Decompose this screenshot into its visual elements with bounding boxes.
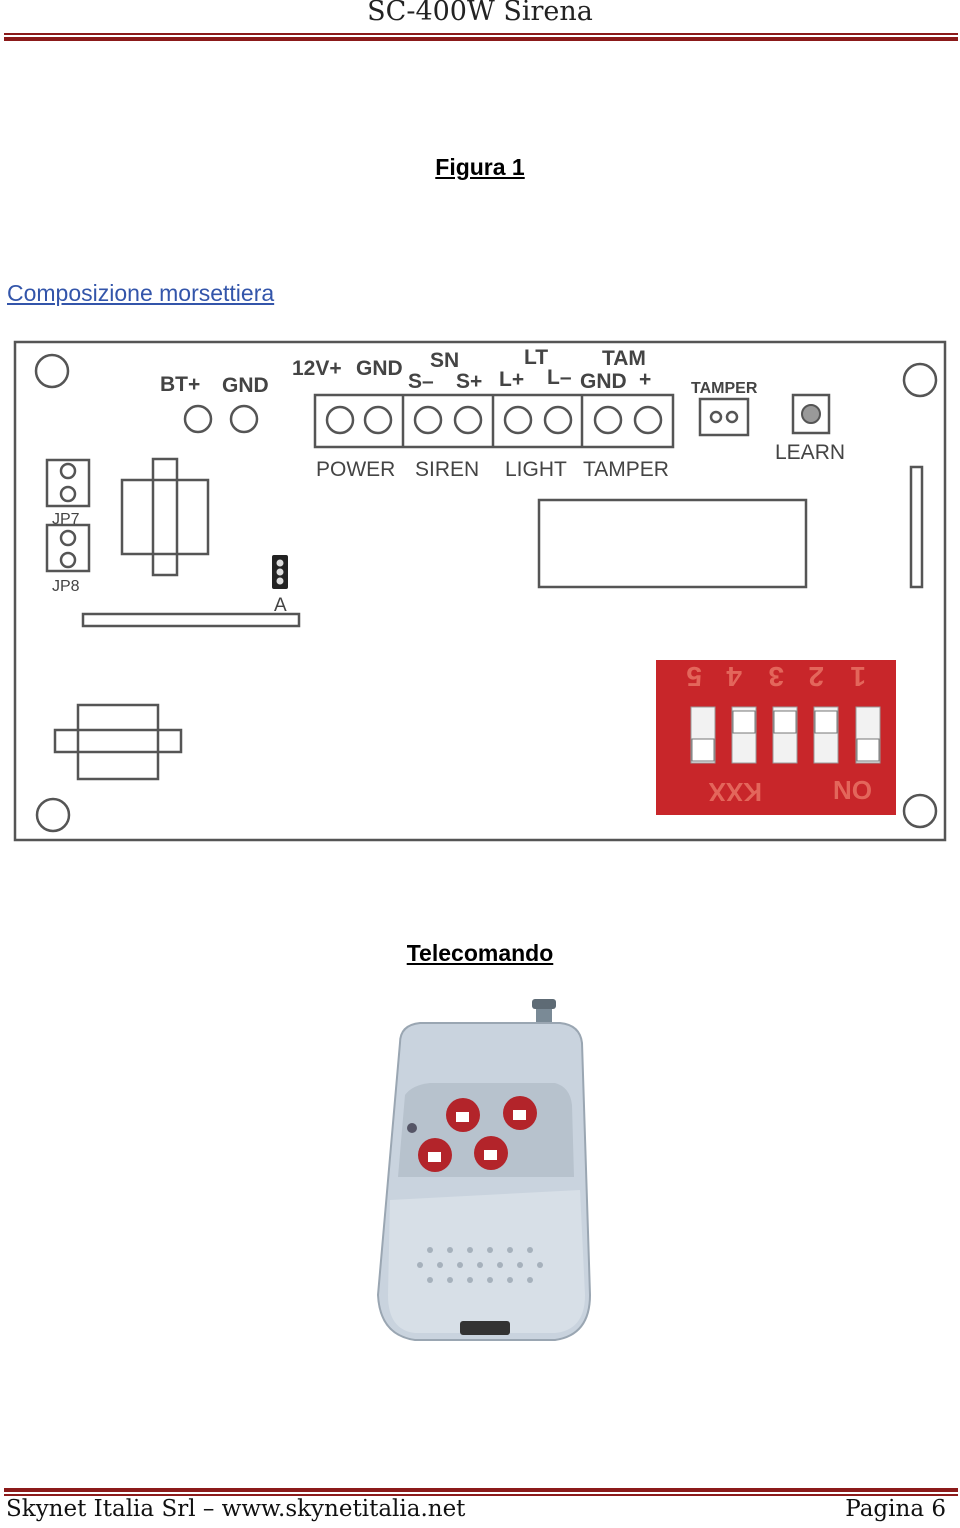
- dip-lever-3: [773, 710, 797, 734]
- bt-terminal: [183, 404, 213, 434]
- label-s-plus: S+: [456, 370, 482, 393]
- label-gnd: GND: [222, 374, 269, 397]
- label-12v-plus: 12V+: [292, 357, 342, 380]
- footer-company: Skynet Italia Srl – www.skynetitalia.net: [6, 1496, 466, 1522]
- label-gnd-3: GND: [580, 370, 627, 393]
- tamper-switch: [698, 397, 750, 437]
- display-window: [537, 498, 808, 589]
- dip-lever-2: [814, 710, 838, 734]
- label-lt: LT: [524, 346, 548, 369]
- terminal-board-diagram: BT+ GND 12V+ GND SN S– S+ LT L+ L– TAM G…: [13, 340, 947, 842]
- label-jp8: JP8: [52, 578, 80, 595]
- header-rule-thick: [4, 37, 958, 41]
- dip-lever-5: [691, 738, 715, 762]
- learn-button-cap: [801, 404, 821, 424]
- remote-speaker-dots: [417, 1247, 543, 1283]
- component-lower: [76, 703, 160, 781]
- label-tam: TAM: [602, 347, 646, 370]
- dip-label-on: ON: [833, 775, 872, 805]
- dip-number-3: 3: [768, 661, 784, 692]
- lightning-icon: [456, 1112, 469, 1122]
- header-rule-thin: [4, 33, 958, 35]
- side-slot: [909, 465, 924, 589]
- dip-lever-1: [856, 738, 880, 762]
- mount-hole-bottom-right: [902, 793, 938, 829]
- mount-hole-bottom-left: [35, 797, 71, 833]
- learn-button: [791, 393, 831, 435]
- gnd-terminal: [229, 404, 259, 434]
- dip-label-kxx: KXX: [708, 777, 762, 807]
- dip-switch: 5 4 3 2 1 KXX ON: [656, 660, 896, 815]
- figure-caption: Figura 1: [435, 154, 525, 180]
- board-outline: [13, 340, 947, 842]
- strip-bar: [81, 612, 301, 628]
- mount-hole-top-right: [902, 362, 938, 398]
- connector-a: [272, 555, 288, 589]
- label-bt-plus: BT+: [160, 373, 200, 396]
- footer-rule-thick: [4, 1488, 958, 1492]
- label-s-minus: S–: [408, 370, 434, 393]
- jumper-jp8: [45, 523, 91, 573]
- dip-number-4: 4: [726, 661, 742, 692]
- dip-number-2: 2: [808, 661, 824, 692]
- unlock-icon: [513, 1110, 526, 1120]
- label-l-plus: L+: [499, 368, 524, 391]
- dip-number-1: 1: [850, 661, 866, 692]
- label-tamper-small: TAMPER: [691, 380, 758, 397]
- remote-led: [407, 1123, 417, 1133]
- label-a: A: [274, 595, 287, 616]
- mount-hole-top-left: [34, 353, 70, 389]
- label-l-minus: L–: [547, 366, 572, 389]
- jumper-jp7: [45, 458, 91, 508]
- label-light: LIGHT: [505, 458, 567, 481]
- remote-key-ring-slot: [460, 1321, 510, 1335]
- remote-lower-grip: [388, 1190, 585, 1333]
- remote-caption: Telecomando: [406, 940, 554, 966]
- label-jp7: JP7: [52, 511, 80, 528]
- component-upper: [120, 478, 210, 556]
- label-tamper: TAMPER: [583, 458, 669, 481]
- dip-number-5: 5: [686, 661, 702, 692]
- label-learn: LEARN: [775, 441, 845, 464]
- unlock-icon-2: [484, 1150, 497, 1160]
- label-sn: SN: [430, 349, 459, 372]
- remote-control-picture: [376, 999, 592, 1341]
- label-power: POWER: [316, 458, 395, 481]
- page-header-title: SC-400W Sirena: [367, 0, 593, 27]
- label-tam-plus: +: [639, 368, 651, 391]
- lock-icon: [428, 1152, 441, 1162]
- dip-lever-4: [732, 710, 756, 734]
- section-heading: Composizione morsettiera: [7, 280, 275, 306]
- label-gnd-2: GND: [356, 357, 403, 380]
- footer-page-number: Pagina 6: [845, 1496, 946, 1522]
- label-siren: SIREN: [415, 458, 479, 481]
- footer-rule-thin: [4, 1494, 958, 1496]
